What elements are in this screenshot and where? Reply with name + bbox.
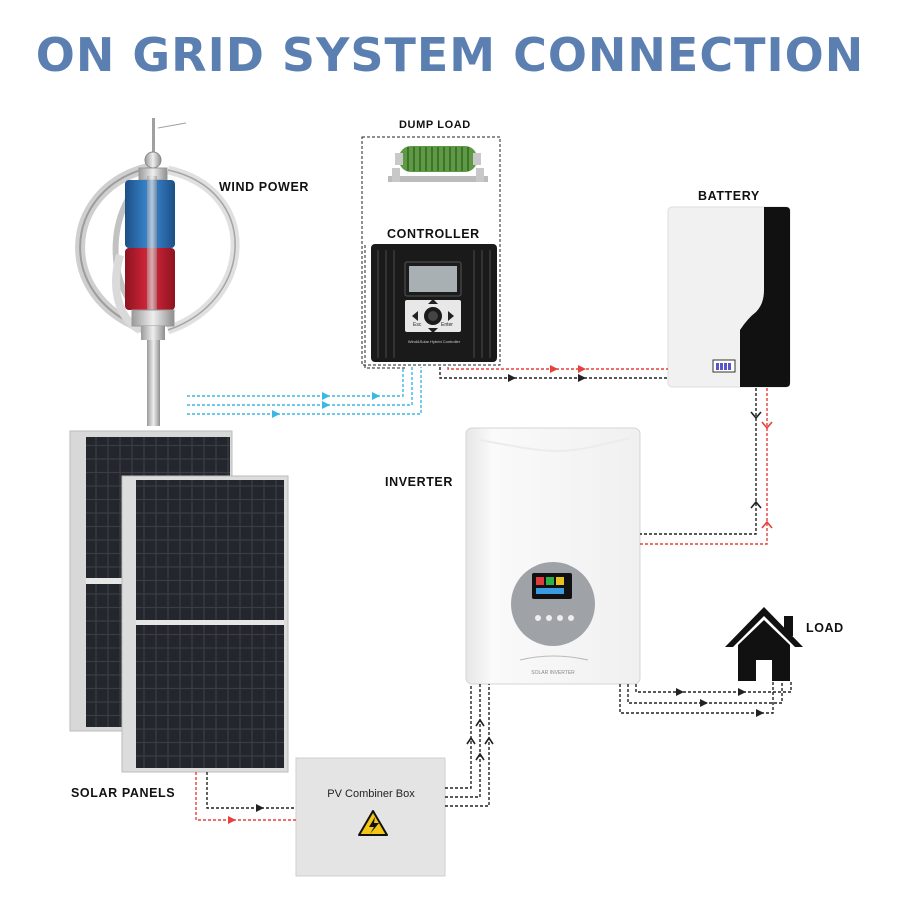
controller-enter-text: Enter <box>441 322 453 328</box>
dump-load-label: DUMP LOAD <box>399 119 471 131</box>
battery-inverter-arrows <box>750 411 773 529</box>
controller-label: CONTROLLER <box>387 227 480 241</box>
solar-panels-label: SOLAR PANELS <box>71 786 176 800</box>
controller-to-battery-arrows <box>508 365 586 382</box>
wind-turbine-icon <box>75 118 240 426</box>
wind-to-controller-wires <box>187 367 422 415</box>
controller-to-battery-wires <box>439 367 668 379</box>
controller-esc-text: Esc <box>413 322 422 328</box>
inverter-caption: SOLAR INVERTER <box>531 670 575 676</box>
pv-combiner-box-label: PV Combiner Box <box>327 788 415 800</box>
combiner-to-inverter-arrows <box>466 718 494 761</box>
solar-to-combiner-wires <box>195 772 296 821</box>
battery-inverter-wires <box>640 388 768 545</box>
house-icon <box>725 607 803 681</box>
inverter-device <box>465 427 641 685</box>
inverter-label: INVERTER <box>385 475 454 489</box>
dump-load-wire <box>364 245 405 369</box>
diagram-title: ON GRID SYSTEM CONNECTION <box>35 28 865 82</box>
solar-to-combiner-arrows <box>228 804 264 824</box>
wind-power-label: WIND POWER <box>219 180 310 194</box>
wind-flow-arrows <box>272 392 380 418</box>
battery-label: BATTERY <box>698 189 760 203</box>
inverter-to-load-wires <box>619 682 792 714</box>
load-label: LOAD <box>806 621 844 635</box>
inverter-to-load-arrows <box>676 688 764 717</box>
controller-device <box>371 244 497 362</box>
solar-panel-array <box>69 430 289 773</box>
combiner-to-inverter-wires <box>445 684 490 807</box>
resistor-icon <box>361 136 501 366</box>
battery-device <box>667 206 791 388</box>
controller-model-text: Wind&Solar Hybrid Controller <box>407 339 461 344</box>
high-voltage-icon <box>358 810 388 836</box>
